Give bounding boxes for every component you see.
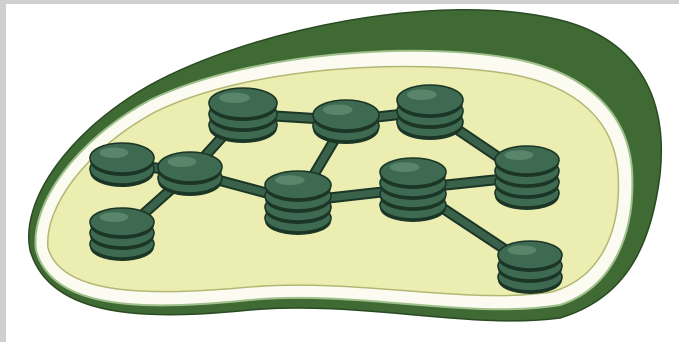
granum-left	[90, 143, 154, 187]
scan-border-left	[0, 0, 6, 342]
thylakoid-disk	[495, 146, 559, 174]
granum-right	[495, 146, 559, 210]
thylakoid-disk-highlight	[168, 157, 197, 168]
granum-bottom-left	[90, 208, 154, 261]
granum-top-left	[209, 88, 277, 143]
granum-center-right	[380, 158, 446, 222]
granum-center	[265, 171, 331, 235]
scan-border-top	[0, 0, 679, 4]
granum-bottom-right	[498, 241, 562, 294]
thylakoid-disk	[313, 100, 379, 130]
thylakoid-disk-highlight	[100, 212, 129, 222]
thylakoid-disk	[209, 88, 277, 118]
thylakoid-disk-highlight	[407, 90, 437, 101]
thylakoid-disk-highlight	[390, 162, 420, 172]
thylakoid-disk-highlight	[219, 93, 250, 104]
thylakoid-disk-highlight	[505, 150, 534, 160]
thylakoid-disk	[380, 158, 446, 186]
thylakoid-disk	[90, 143, 154, 173]
thylakoid-disk-highlight	[275, 175, 305, 185]
thylakoid-disk	[397, 85, 463, 115]
granum-top-middle	[313, 100, 379, 144]
thylakoid-disk	[498, 241, 562, 269]
thylakoid-disk-highlight	[508, 245, 537, 255]
thylakoid-disk	[158, 152, 222, 182]
thylakoid-disk-highlight	[323, 105, 353, 116]
granum-top-right	[397, 85, 463, 140]
granum-center-left	[158, 152, 222, 196]
thylakoid-disk	[90, 208, 154, 236]
thylakoid-disk-highlight	[100, 148, 129, 159]
thylakoid-disk	[265, 171, 331, 199]
